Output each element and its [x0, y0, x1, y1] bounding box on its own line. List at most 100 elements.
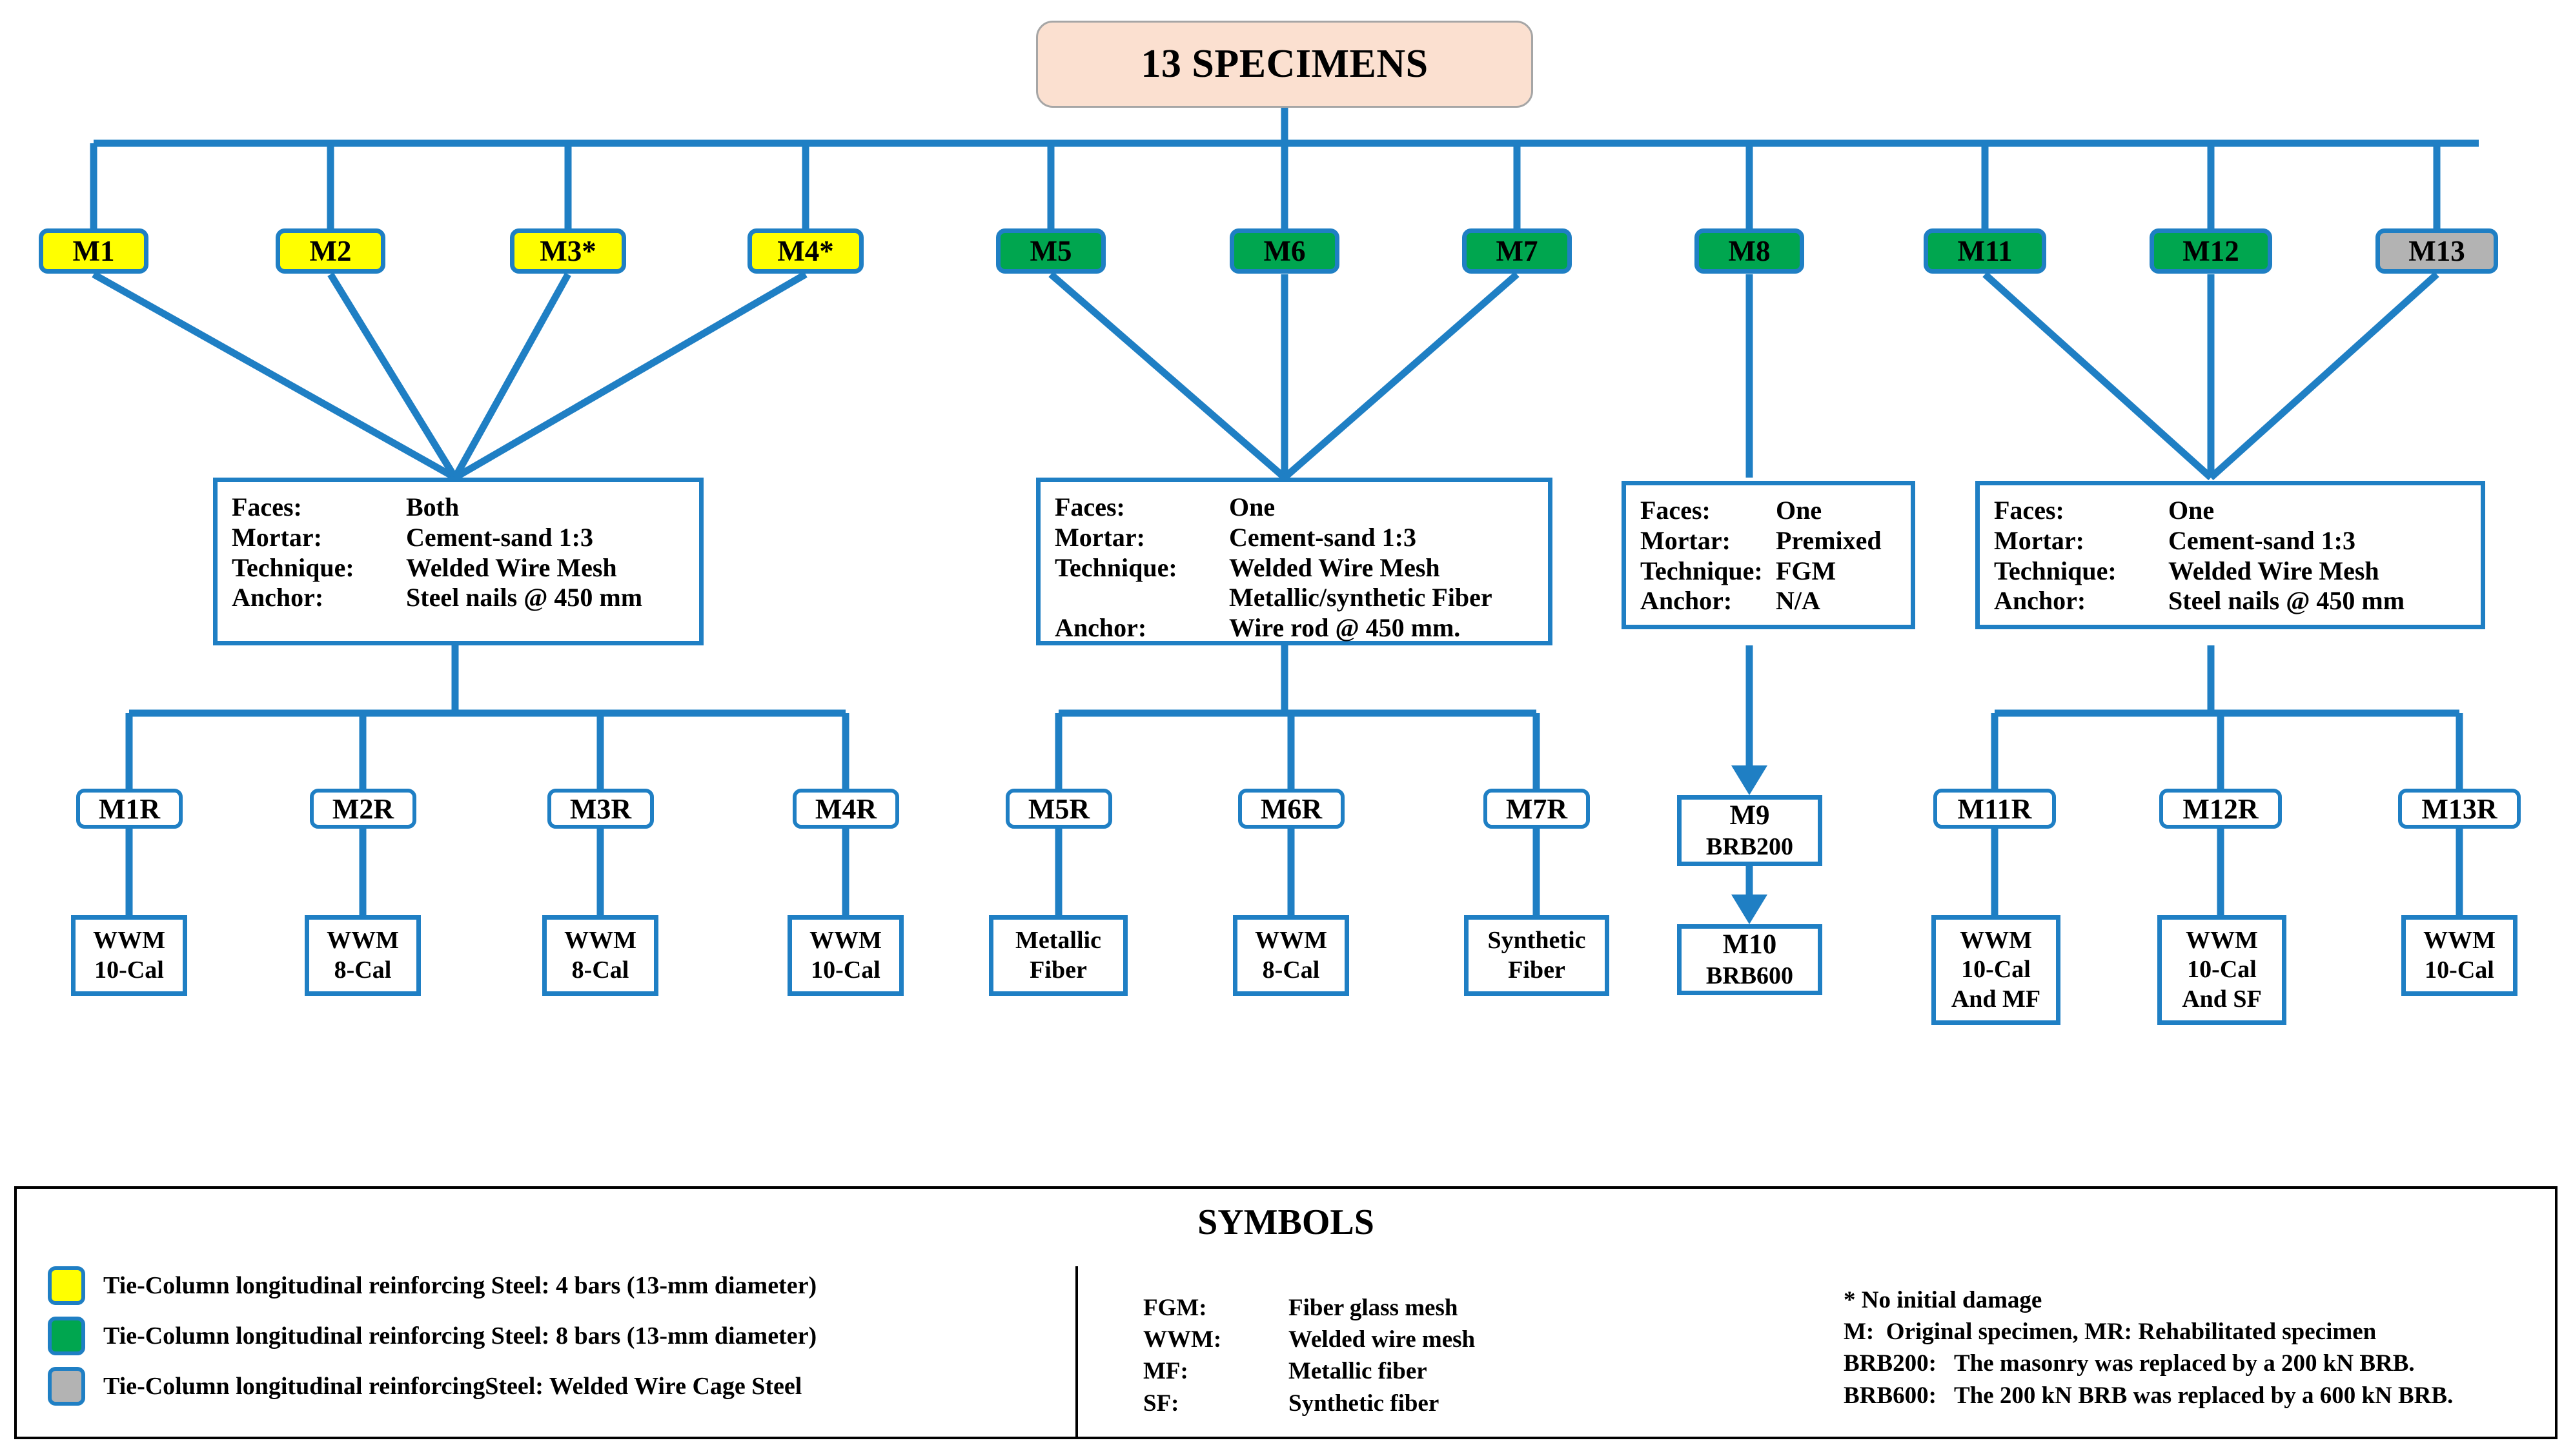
panel-key: [1055, 583, 1229, 613]
specimen-node-m1[interactable]: M1: [39, 228, 148, 274]
brb-node-sublabel: BRB200: [1705, 833, 1794, 860]
rehab-node-m2r[interactable]: M2R: [310, 789, 416, 829]
description-panel-3: Faces: One Mortar: Premixed Technique: F…: [1622, 481, 1915, 629]
leaf-node-m12r[interactable]: WWM 10-Cal And SF: [2157, 915, 2286, 1025]
leaf-node-m6r[interactable]: WWM 8-Cal: [1233, 915, 1349, 996]
legend-swatch-gray-icon: [48, 1367, 85, 1406]
panel-value: N/A: [1776, 586, 1820, 616]
legend-abbr: MF:: [1143, 1358, 1188, 1385]
panel-row: Mortar: Cement-sand 1:3: [1994, 526, 2472, 556]
leaf-node-m4r[interactable]: WWM 10-Cal: [788, 915, 904, 996]
legend-abbr: SF:: [1143, 1390, 1179, 1417]
panel-value: One: [1229, 492, 1276, 521]
legend-notes-column: * No initial damage M: Original specimen…: [1844, 1284, 2453, 1411]
panel-key: Mortar:: [232, 522, 322, 552]
panel-key: Faces:: [1994, 496, 2064, 525]
specimen-node-m6[interactable]: M6: [1230, 228, 1339, 274]
rehab-node-m4r[interactable]: M4R: [793, 789, 899, 829]
leaf-line: Fiber: [1030, 956, 1087, 984]
specimen-node-m2[interactable]: M2: [276, 228, 385, 274]
leaf-node-m11r[interactable]: WWM 10-Cal And MF: [1931, 915, 2060, 1025]
legend-abbr-meaning: Welded wire mesh: [1288, 1326, 1476, 1353]
symbols-legend: SYMBOLS Tie-Column longitudinal reinforc…: [14, 1186, 2558, 1439]
panel-row: Technique: Welded Wire Mesh: [232, 553, 690, 583]
brb-node-label: M9: [1729, 800, 1770, 831]
panel-key: Technique:: [1055, 552, 1177, 582]
panel-value: Cement-sand 1:3: [1229, 522, 1416, 552]
panel-row: Anchor: Steel nails @ 450 mm: [232, 583, 690, 613]
leaf-line: WWM: [327, 926, 399, 954]
leaf-node-m1r[interactable]: WWM 10-Cal: [71, 915, 187, 996]
panel-value: Welded Wire Mesh: [406, 552, 617, 582]
panel-value: One: [1776, 496, 1822, 525]
description-panel-2: Faces: One Mortar: Cement-sand 1:3 Techn…: [1036, 478, 1552, 645]
panel-key: Faces:: [1055, 492, 1125, 521]
leaf-node-m2r[interactable]: WWM 8-Cal: [305, 915, 421, 996]
legend-abbr-meaning: Fiber glass mesh: [1288, 1295, 1458, 1321]
rehab-node-m3r[interactable]: M3R: [547, 789, 654, 829]
specimen-node-m7[interactable]: M7: [1462, 228, 1572, 274]
leaf-line: And MF: [1951, 985, 2041, 1013]
rehab-node-m13r[interactable]: M13R: [2398, 789, 2521, 829]
leaf-line: And SF: [2182, 985, 2262, 1013]
brb-node-m10[interactable]: M10 BRB600: [1677, 924, 1822, 995]
panel-row: Technique: FGM: [1640, 556, 1902, 587]
panel-value: Steel nails @ 450 mm: [2168, 586, 2405, 616]
rehab-node-m12r[interactable]: M12R: [2159, 789, 2282, 829]
legend-note: BRB600: The 200 kN BRB was replaced by a…: [1844, 1382, 2454, 1409]
legend-abbr-meaning: Synthetic fiber: [1288, 1390, 1439, 1417]
panel-value: Steel nails @ 450 mm: [406, 583, 643, 612]
panel-value: FGM: [1776, 556, 1836, 585]
leaf-line: WWM: [2423, 926, 2496, 954]
rehab-node-m1r[interactable]: M1R: [76, 789, 183, 829]
leaf-node-m3r[interactable]: WWM 8-Cal: [542, 915, 658, 996]
specimen-node-m5[interactable]: M5: [996, 228, 1106, 274]
panel-key: Mortar:: [1994, 525, 2084, 555]
description-panel-1: Faces: Both Mortar: Cement-sand 1:3 Tech…: [213, 478, 704, 645]
leaf-node-m5r[interactable]: Metallic Fiber: [989, 915, 1128, 996]
specimen-node-m8[interactable]: M8: [1694, 228, 1804, 274]
rehab-node-m7r[interactable]: M7R: [1483, 789, 1590, 829]
legend-swatch-yellow-icon: [48, 1266, 85, 1305]
legend-row: Tie-Column longitudinal reinforcing Stee…: [48, 1266, 1016, 1305]
leaf-line: WWM: [93, 926, 165, 954]
panel-value: Welded Wire Mesh: [1229, 552, 1440, 582]
panel-row: Faces: One: [1640, 496, 1902, 526]
panel-row: Faces: Both: [232, 492, 690, 523]
leaf-line: WWM: [1255, 926, 1327, 954]
leaf-line: 10-Cal: [2425, 956, 2494, 984]
brb-node-sublabel: BRB600: [1705, 962, 1794, 989]
legend-swatch-column: Tie-Column longitudinal reinforcing Stee…: [48, 1266, 1016, 1417]
panel-row: Faces: One: [1994, 496, 2472, 526]
leaf-node-m7r[interactable]: Synthetic Fiber: [1464, 915, 1609, 996]
rehab-node-m6r[interactable]: M6R: [1238, 789, 1345, 829]
panel-value: Premixed: [1776, 525, 1882, 555]
legend-note: * No initial damage: [1844, 1287, 2042, 1313]
legend-abbr-row: SF: Synthetic fiber: [1143, 1388, 1475, 1419]
legend-abbr: WWM:: [1143, 1326, 1222, 1353]
panel-row: Technique: Welded Wire Mesh: [1994, 556, 2472, 587]
rehab-node-m5r[interactable]: M5R: [1006, 789, 1112, 829]
specimen-node-m13[interactable]: M13: [2375, 228, 2498, 274]
panel-value: Cement-sand 1:3: [406, 522, 593, 552]
legend-abbr-meaning: Metallic fiber: [1288, 1358, 1427, 1385]
panel-key: Mortar:: [1055, 522, 1145, 552]
leaf-line: 8-Cal: [334, 956, 392, 984]
rehab-node-m11r[interactable]: M11R: [1933, 789, 2056, 829]
specimen-node-m12[interactable]: M12: [2150, 228, 2272, 274]
specimen-node-m3[interactable]: M3*: [510, 228, 626, 274]
specimen-node-m11[interactable]: M11: [1924, 228, 2046, 274]
brb-node-label: M10: [1722, 929, 1777, 960]
specimen-node-m4[interactable]: M4*: [747, 228, 864, 274]
panel-key: Mortar:: [1640, 525, 1731, 555]
leaf-node-m13r[interactable]: WWM 10-Cal: [2401, 915, 2517, 996]
brb-node-m9[interactable]: M9 BRB200: [1677, 795, 1822, 866]
legend-abbr-row: WWM: Welded wire mesh: [1143, 1324, 1475, 1355]
legend-abbr-row: FGM: Fiber glass mesh: [1143, 1292, 1475, 1324]
panel-row: Faces: One: [1055, 492, 1539, 523]
page-title: 13 SPECIMENS: [1036, 21, 1533, 108]
leaf-line: WWM: [2186, 926, 2258, 954]
panel-row: Metallic/synthetic Fiber: [1055, 583, 1539, 613]
legend-title: SYMBOLS: [1197, 1202, 1374, 1242]
leaf-line: 8-Cal: [571, 956, 629, 984]
